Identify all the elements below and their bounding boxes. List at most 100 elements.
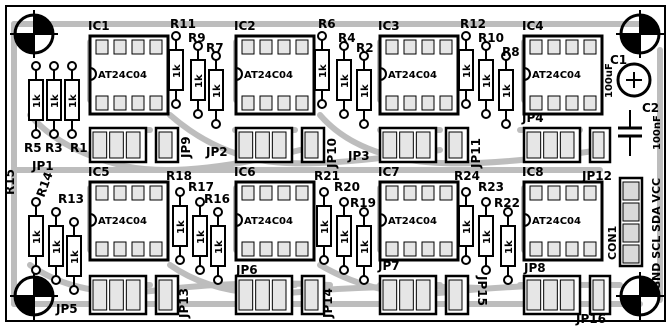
label-r23: R23 (478, 180, 504, 194)
resistor: 1k (210, 207, 226, 285)
resistor-value: 1k (52, 240, 63, 254)
ic-ref: IC4 (522, 19, 544, 33)
label-jp10: JP10 (325, 138, 339, 169)
capacitor-c2: C2 100nF (618, 101, 663, 156)
c1-ref: C1 (610, 53, 627, 67)
resistor-value: 1k (172, 64, 183, 78)
resistor-value: 1k (502, 84, 513, 98)
mounting-hole (10, 272, 58, 320)
jumper-block (378, 126, 438, 164)
mounting-hole (616, 272, 664, 320)
resistor: 1k (458, 31, 474, 109)
capacitor-c1: C1 100uF (604, 53, 652, 98)
ic-footprints: IC1AT24C04IC2AT24C04IC3AT24C04IC4AT24C04… (88, 19, 604, 262)
label-jp9: JP9 (179, 136, 193, 159)
resistor-value: 1k (70, 250, 81, 264)
ic-ref: IC6 (234, 165, 256, 179)
ic-part-number: AT24C04 (244, 70, 293, 81)
jumper-block (234, 126, 294, 164)
label-r16: R16 (204, 192, 230, 206)
label-r7: R7 (206, 41, 224, 55)
jumper-block (378, 274, 438, 316)
resistor: 1k (48, 207, 64, 285)
ic-part-number: AT24C04 (388, 70, 437, 81)
ic-ref: IC7 (378, 165, 400, 179)
label-r22: R22 (494, 196, 520, 210)
resistor: 1k (336, 41, 352, 119)
resistor: 1k (192, 197, 208, 275)
board-outline (5, 5, 666, 322)
label-jp14: JP14 (321, 288, 335, 319)
label-jp13: JP13 (177, 288, 191, 319)
resistor-value: 1k (196, 230, 207, 244)
resistor: 1k (190, 41, 206, 119)
resistor: 1k (356, 51, 372, 129)
resistor: 1k (500, 207, 516, 285)
label-jp4: JP4 (521, 111, 544, 125)
label-r3: R3 (45, 141, 63, 155)
label-r2: R2 (356, 41, 374, 55)
resistor: 1k (336, 197, 352, 275)
resistor-value: 1k (50, 94, 61, 108)
mounting-holes (10, 10, 664, 320)
jumper-block (300, 274, 326, 316)
label-r11: R11 (170, 17, 196, 31)
jumper-block (444, 274, 470, 316)
ic-ref: IC1 (88, 19, 110, 33)
resistor-value: 1k (32, 230, 43, 244)
ic-part-number: AT24C04 (532, 216, 581, 227)
label-r13: R13 (58, 192, 84, 206)
resistor-value: 1k (176, 220, 187, 234)
resistor-value: 1k (360, 240, 371, 254)
jumper-block (234, 274, 294, 316)
label-jp7: JP7 (377, 259, 400, 273)
label-jp2: JP2 (205, 145, 228, 159)
resistor-value: 1k (340, 230, 351, 244)
connector-con1: CON1 GND SCL SDA VCC (606, 176, 663, 290)
resistor: 1k (458, 187, 474, 265)
resistor: 1k (314, 31, 330, 109)
label-jp6: JP6 (235, 263, 258, 277)
ic-part-number: AT24C04 (98, 70, 147, 81)
resistor-value: 1k (32, 94, 43, 108)
resistor: 1k (356, 207, 372, 285)
resistor: 1k (478, 197, 494, 275)
resistor: 1k (28, 197, 44, 275)
ic-ref: IC2 (234, 19, 256, 33)
label-r8: R8 (502, 45, 520, 59)
resistor-value: 1k (482, 74, 493, 88)
jumper-labels: JP1 JP2 JP3 JP4 JP5 JP6 JP7 JP8 JP9 JP10… (31, 111, 612, 326)
label-jp3: JP3 (347, 149, 370, 163)
label-jp5: JP5 (55, 302, 78, 316)
resistor: 1k (208, 51, 224, 129)
label-r6: R6 (318, 17, 336, 31)
label-r18: R18 (166, 169, 192, 183)
mounting-hole (10, 10, 58, 58)
resistor-value: 1k (214, 240, 225, 254)
label-r10: R10 (478, 31, 504, 45)
resistor: 1k (498, 51, 514, 129)
resistor-value: 1k (462, 220, 473, 234)
resistor-value: 1k (320, 220, 331, 234)
con1-ref: CON1 (606, 226, 619, 260)
label-r19: R19 (350, 196, 376, 210)
resistor-value: 1k (504, 240, 515, 254)
jumper-footprints (88, 126, 612, 316)
label-jp15: JP15 (475, 275, 489, 306)
resistor-value: 1k (194, 74, 205, 88)
label-r1: R1 (70, 141, 88, 155)
resistor-value: 1k (462, 64, 473, 78)
resistor: 1k (316, 187, 332, 265)
jumper-block (588, 126, 612, 164)
resistor-value: 1k (68, 94, 79, 108)
ic-part-number: AT24C04 (98, 216, 147, 227)
resistor: 1k (172, 187, 188, 265)
jumper-block (154, 126, 180, 164)
